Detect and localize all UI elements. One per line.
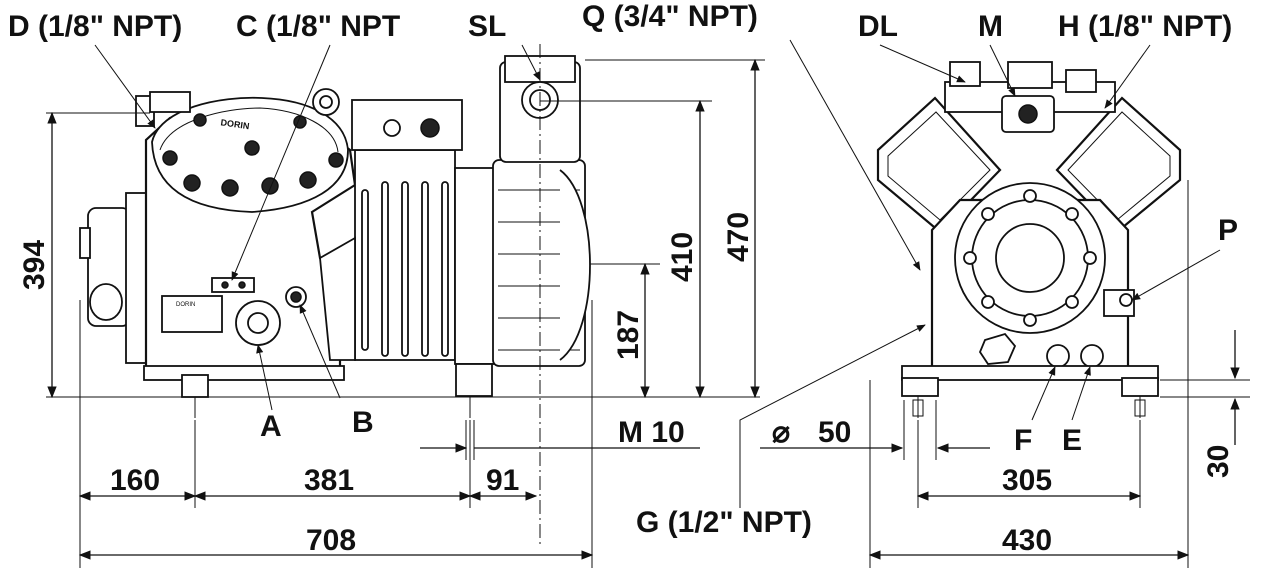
dim-470: 470	[722, 212, 755, 262]
diameter-value: 50	[818, 416, 851, 449]
port-h-label: H (1/8" NPT)	[1058, 10, 1232, 43]
port-p-label: P	[1218, 214, 1238, 247]
dim-91: 91	[486, 464, 519, 497]
port-e-label: E	[1062, 424, 1082, 457]
front-view	[876, 61, 1182, 418]
dim-430: 430	[1002, 524, 1052, 557]
port-b-label: B	[352, 406, 374, 439]
port-m-label: M	[978, 10, 1003, 43]
motor-cooling-fins	[361, 181, 449, 357]
head-bolts	[162, 113, 344, 197]
dim-187: 187	[612, 310, 645, 360]
diameter-symbol: ⌀	[772, 416, 790, 449]
port-d-label: D (1/8" NPT)	[8, 10, 182, 43]
front-view-leaders	[739, 39, 1221, 508]
front-view-dimensions	[760, 180, 1250, 568]
dim-708: 708	[306, 524, 356, 557]
head-brand-logo: DORIN	[220, 117, 250, 131]
dim-305: 305	[1002, 464, 1052, 497]
port-q-label: Q (3/4" NPT)	[582, 0, 758, 33]
port-g-label: G (1/2" NPT)	[636, 506, 812, 539]
nameplate-brand: DORIN	[176, 302, 195, 308]
dim-160: 160	[110, 464, 160, 497]
port-c-label: C (1/8" NPT	[236, 10, 400, 43]
side-view-leaders	[94, 44, 541, 411]
dim-30: 30	[1202, 445, 1235, 478]
port-sl-label: SL	[468, 10, 506, 43]
side-view: DORIN DORIN	[79, 44, 591, 545]
port-dl-label: DL	[858, 10, 898, 43]
dim-394: 394	[18, 240, 51, 290]
flange-bolts	[963, 189, 1097, 327]
port-a-label: A	[260, 410, 282, 443]
side-view-dimensions	[46, 58, 765, 568]
dim-381: 381	[304, 464, 354, 497]
port-f-label: F	[1014, 424, 1032, 457]
bolt-size-label: M 10	[618, 416, 685, 449]
dim-410: 410	[666, 232, 699, 282]
